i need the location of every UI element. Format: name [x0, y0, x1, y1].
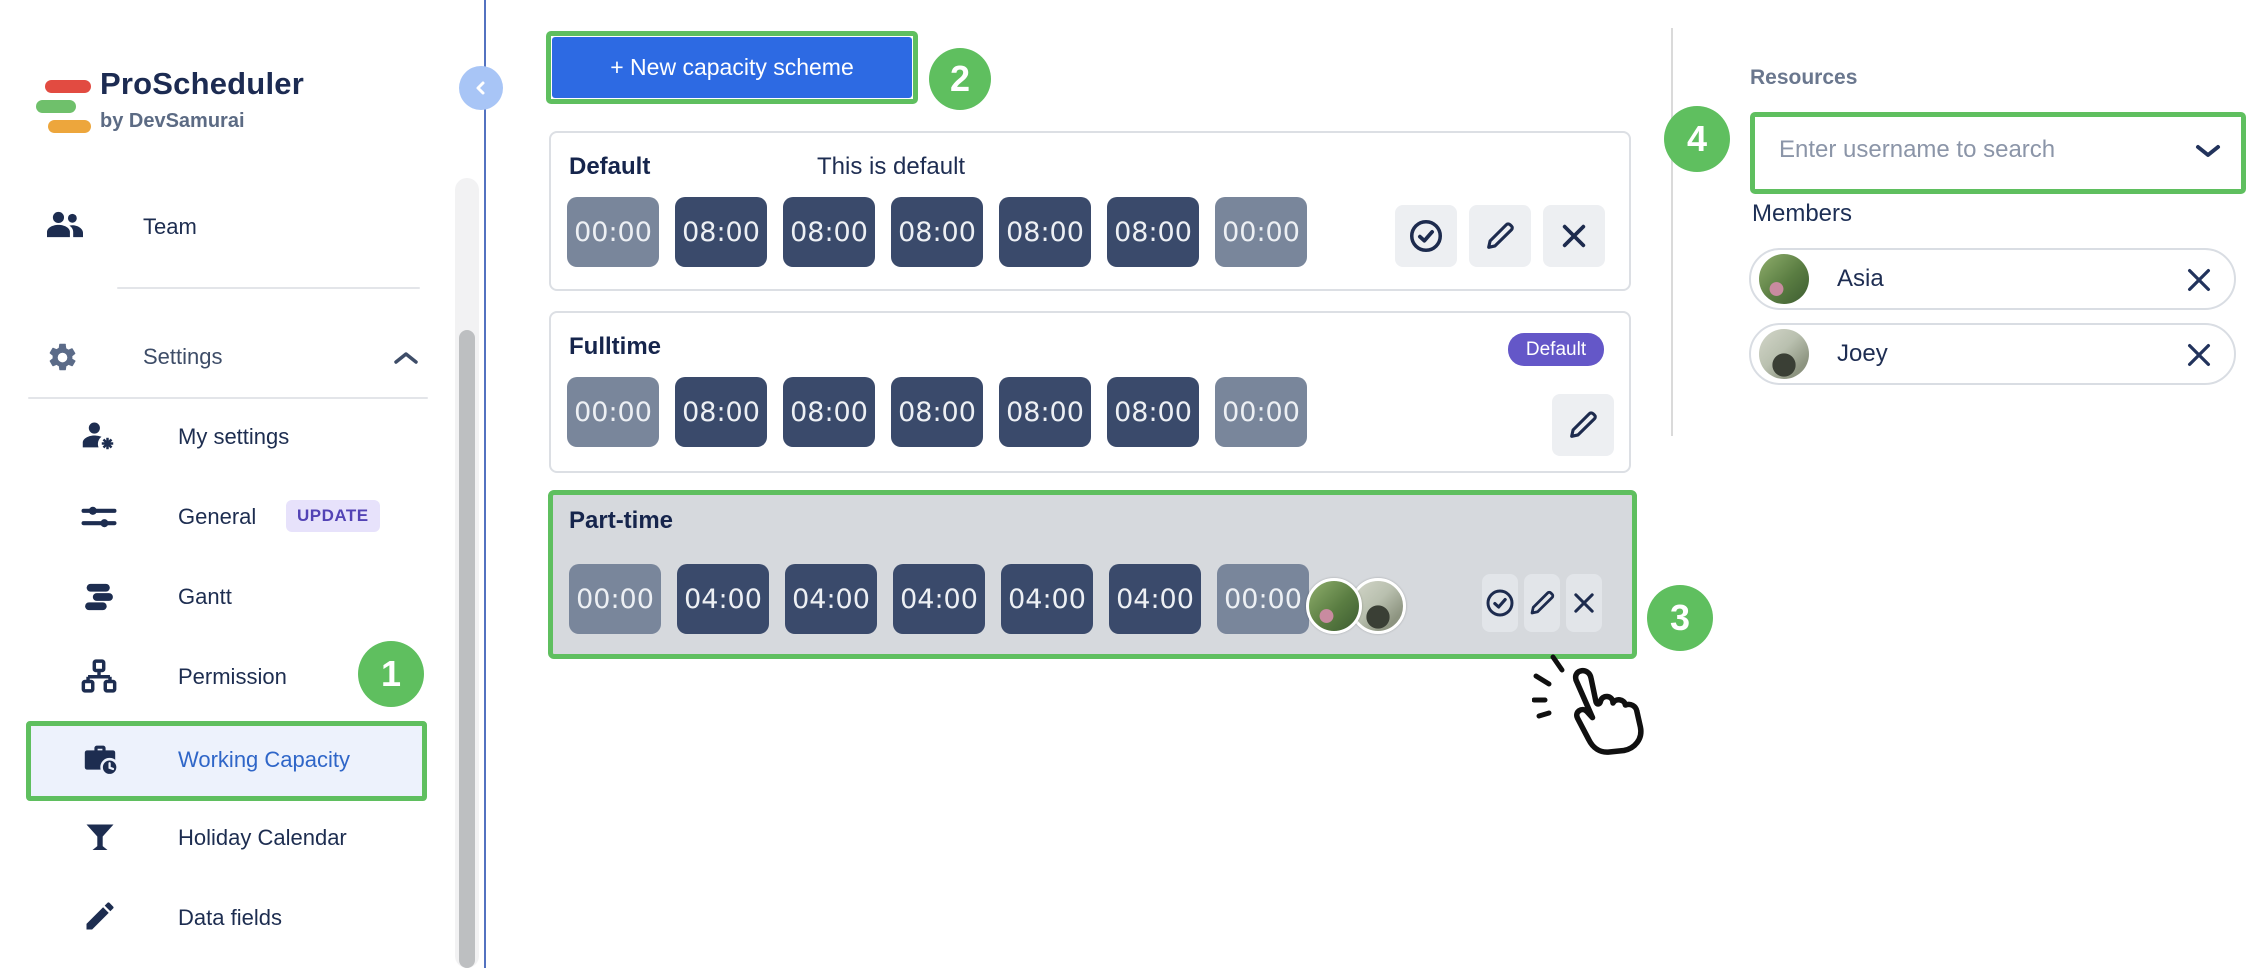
right-panel-divider: [1671, 28, 1673, 436]
general-sliders-icon: [80, 500, 118, 534]
collapse-sidebar-button[interactable]: [459, 66, 503, 110]
hour-chip-sat: 00:00: [1215, 197, 1307, 267]
remove-member-button[interactable]: [2184, 340, 2214, 370]
hour-chip-tue: 08:00: [783, 377, 875, 447]
app-logo: [36, 80, 92, 134]
team-icon: [45, 206, 85, 242]
logo-bar-green: [36, 100, 76, 113]
username-search-select[interactable]: Enter username to search: [1750, 112, 2246, 194]
hour-chip-wed: 08:00: [891, 197, 983, 267]
default-badge: Default: [1508, 333, 1604, 366]
members-heading: Members: [1752, 200, 1853, 227]
hour-chip-fri: 08:00: [1107, 197, 1199, 267]
hour-chip-sun: 00:00: [567, 197, 659, 267]
hour-chip-fri: 04:00: [1109, 564, 1201, 634]
new-capacity-scheme-button[interactable]: + New capacity scheme: [552, 37, 912, 98]
update-badge: UPDATE: [286, 500, 380, 532]
holiday-calendar-glass-icon: [82, 820, 118, 856]
pencil-icon: [1483, 219, 1517, 253]
settings-section-divider: [28, 397, 428, 399]
hour-chip-thu: 08:00: [999, 377, 1091, 447]
step-badge-3: 3: [1647, 585, 1713, 651]
hour-chip-sun: 00:00: [567, 377, 659, 447]
set-default-button[interactable]: [1395, 205, 1457, 267]
data-fields-pencil-icon: [82, 898, 118, 934]
hour-chip-mon: 08:00: [675, 377, 767, 447]
hour-chip-wed: 04:00: [893, 564, 985, 634]
hour-chip-thu: 04:00: [1001, 564, 1093, 634]
sidebar-section-settings[interactable]: Settings: [143, 344, 223, 369]
logo-bar-orange: [48, 120, 91, 133]
logo-bar-red: [45, 80, 91, 93]
sidebar-item-permission[interactable]: Permission: [178, 664, 287, 689]
sidebar-item-my-settings[interactable]: My settings: [178, 424, 290, 449]
check-circle-icon: [1484, 587, 1516, 619]
my-settings-icon: [80, 418, 118, 452]
sidebar-item-team[interactable]: Team: [143, 214, 197, 239]
step-badge-4: 4: [1664, 106, 1730, 172]
hour-chip-tue: 08:00: [783, 197, 875, 267]
edit-scheme-button[interactable]: [1552, 394, 1614, 456]
chevron-up-icon[interactable]: [392, 350, 420, 366]
check-circle-icon: [1407, 217, 1445, 255]
member-avatar: [1759, 254, 1809, 304]
remove-member-button[interactable]: [2184, 265, 2214, 295]
search-placeholder: Enter username to search: [1779, 136, 2056, 163]
sidebar-item-general[interactable]: General: [178, 504, 257, 529]
scheme-card-fulltime: Fulltime Default 00:00 08:00 08:00 08:00…: [549, 311, 1631, 473]
member-row-asia: Asia: [1749, 248, 2236, 310]
scheme-title: Part-time: [569, 507, 674, 534]
pencil-icon: [1527, 588, 1557, 618]
sidebar-divider: [117, 287, 420, 289]
hour-chip-wed: 08:00: [891, 377, 983, 447]
settings-gear-icon: [46, 341, 79, 374]
x-icon: [2184, 265, 2214, 295]
member-name: Joey: [1837, 340, 1888, 367]
gantt-icon: [80, 580, 118, 614]
permission-sitemap-icon: [80, 658, 118, 694]
hour-chip-sat: 00:00: [1217, 564, 1309, 634]
hour-chip-sat: 00:00: [1215, 377, 1307, 447]
hand-click-cursor-icon: [1532, 648, 1652, 760]
member-row-joey: Joey: [1749, 323, 2236, 385]
hour-chip-fri: 08:00: [1107, 377, 1199, 447]
member-name: Asia: [1837, 265, 1884, 292]
new-scheme-highlight-frame: [546, 31, 918, 104]
member-avatar-asia: [1306, 578, 1362, 634]
app-title: ProScheduler: [100, 66, 304, 101]
sidebar-scrollbar-thumb[interactable]: [459, 330, 475, 968]
hour-chip-mon: 08:00: [675, 197, 767, 267]
sidebar-item-data-fields[interactable]: Data fields: [178, 905, 282, 930]
x-icon: [1558, 220, 1590, 252]
hour-chip-sun: 00:00: [569, 564, 661, 634]
scheme-card-default: Default This is default 00:00 08:00 08:0…: [549, 131, 1631, 291]
chevron-left-icon: [472, 79, 490, 97]
sidebar-item-gantt[interactable]: Gantt: [178, 584, 232, 609]
set-default-button[interactable]: [1482, 574, 1518, 632]
sidebar-item-working-capacity[interactable]: Working Capacity: [178, 747, 350, 772]
x-icon: [1570, 589, 1598, 617]
member-avatar: [1759, 329, 1809, 379]
delete-scheme-button[interactable]: [1543, 205, 1605, 267]
scheme-note: This is default: [817, 153, 966, 180]
scheme-title: Default: [569, 153, 651, 180]
app-byline: by DevSamurai: [100, 110, 245, 132]
working-capacity-briefcase-clock-icon: [80, 742, 120, 778]
edit-scheme-button[interactable]: [1469, 205, 1531, 267]
sidebar-divider-line: [484, 0, 486, 968]
hour-chip-thu: 08:00: [999, 197, 1091, 267]
pencil-icon: [1566, 408, 1600, 442]
scheme-card-part-time[interactable]: Part-time 00:00 04:00 04:00 04:00 04:00 …: [548, 490, 1637, 659]
hour-chip-tue: 04:00: [785, 564, 877, 634]
sidebar-item-holiday-calendar[interactable]: Holiday Calendar: [178, 825, 347, 850]
resources-label: Resources: [1750, 66, 1858, 89]
chevron-down-icon: [2195, 143, 2221, 159]
delete-scheme-button[interactable]: [1566, 574, 1602, 632]
edit-scheme-button[interactable]: [1524, 574, 1560, 632]
hour-chip-mon: 04:00: [677, 564, 769, 634]
scheme-title: Fulltime: [569, 333, 662, 360]
x-icon: [2184, 340, 2214, 370]
step-badge-1: 1: [358, 641, 424, 707]
step-badge-2: 2: [929, 48, 991, 110]
